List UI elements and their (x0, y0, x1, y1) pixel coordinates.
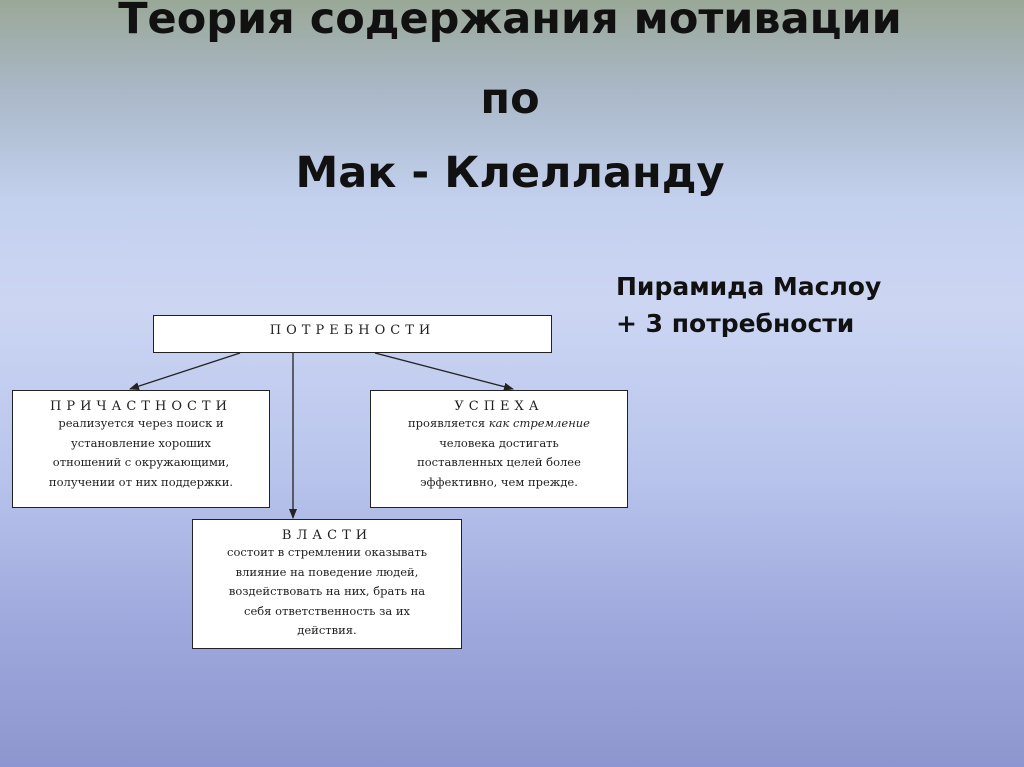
achievement-heading: УСПЕХА (454, 399, 544, 414)
power-line: состоит в стремлении оказывать (227, 545, 427, 559)
title-line-1: Теория содержания мотивации (118, 0, 902, 44)
affiliation-line: реализуется через поиск и (58, 416, 224, 430)
title-line-2: по (480, 74, 540, 124)
power-text: состоит в стремлении оказывать влияние н… (193, 543, 461, 641)
arrow-to-achievement (374, 352, 514, 391)
achievement-line: поставленных целей более (417, 455, 581, 469)
power-line: воздействовать на них, брать на (228, 584, 426, 598)
affiliation-line: отношений с окружающими, (52, 455, 230, 469)
affiliation-box: ПРИЧАСТНОСТИ реализуется через поиск и у… (12, 390, 270, 508)
title-line-3: Мак - Клелланду (295, 148, 725, 198)
side-note-line-1: Пирамида Маслоу (616, 272, 882, 301)
achievement-line-emphasis: как стремление (488, 416, 590, 430)
achievement-line-pre: проявляется (408, 416, 486, 430)
affiliation-line: установление хороших (71, 435, 211, 450)
achievement-line: человека достигать (439, 435, 559, 450)
needs-root-box: ПОТРЕБНОСТИ (153, 315, 552, 353)
affiliation-text: реализуется через поиск и установление х… (13, 414, 269, 492)
power-line: действия. (297, 623, 357, 637)
achievement-box: УСПЕХА проявляется как стремление челове… (370, 390, 628, 508)
side-note: Пирамида Маслоу + 3 потребности (616, 268, 881, 342)
achievement-line: проявляется как стремление (371, 414, 627, 434)
affiliation-heading: ПРИЧАСТНОСТИ (50, 399, 232, 414)
achievement-text: проявляется как стремление человека дост… (371, 414, 627, 492)
power-box: ВЛАСТИ состоит в стремлении оказывать вл… (192, 519, 462, 649)
power-heading: ВЛАСТИ (281, 528, 373, 543)
side-note-line-2: + 3 потребности (616, 309, 855, 338)
affiliation-line: получении от них поддержки. (48, 474, 234, 489)
arrow-to-affiliation (129, 352, 241, 391)
power-line: себя ответственность за их (244, 603, 410, 618)
achievement-line: эффективно, чем прежде. (420, 474, 578, 489)
power-line: влияние на поведение людей, (235, 564, 419, 579)
needs-root-label: ПОТРЕБНОСТИ (269, 323, 436, 338)
